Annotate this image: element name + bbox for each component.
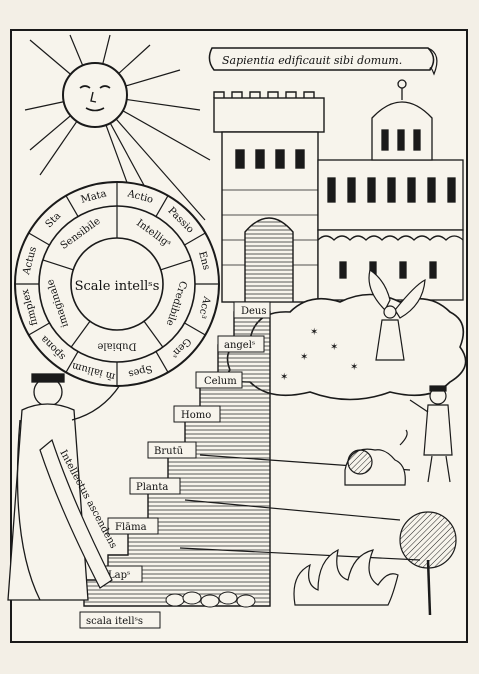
sun-face <box>62 62 128 128</box>
step-celum: Celum <box>204 376 237 387</box>
fire <box>293 548 399 606</box>
sun <box>24 34 211 301</box>
palace <box>317 79 464 301</box>
step-deus: Deus <box>241 306 267 317</box>
step-labels: Deus angelˢ Celum Homo Brutū Planta Fla… <box>79 301 271 629</box>
svg-text:✶: ✶ <box>310 327 318 338</box>
svg-text:✶: ✶ <box>330 342 338 353</box>
scholar-figure <box>7 373 121 601</box>
wheel-middle-segment-label: Dubiale <box>97 341 136 352</box>
wheel-outer-segment-divider <box>155 351 169 373</box>
wheel-center-label: Scale intellˢs <box>75 279 160 294</box>
wheel-middle-segment-divider <box>42 259 74 271</box>
svg-text:✶: ✶ <box>350 362 358 373</box>
wheel-middle-segment-divider <box>143 320 164 348</box>
step-lapis: Lapˢ <box>108 570 130 581</box>
lion-figure <box>344 429 408 486</box>
wheel-outer-segment-divider <box>28 232 50 246</box>
step-planta: Planta <box>136 482 168 493</box>
step-angel: angelˢ <box>224 340 255 351</box>
staircase-caption: scala itellˢs <box>86 616 143 627</box>
wheel-outer-segment-divider <box>184 232 206 246</box>
wheel-outer-segment-divider <box>65 195 79 217</box>
step-brutu: Brutū <box>154 446 184 457</box>
banner-text: Sapientia edificauit sibi domum. <box>222 54 402 67</box>
tree <box>399 511 457 616</box>
svg-text:✶: ✶ <box>300 352 308 363</box>
step-flamma: Flāma <box>115 522 147 533</box>
banner-scroll: Sapientia edificauit sibi domum. <box>208 47 438 76</box>
stones <box>165 591 256 608</box>
wheel-outer-segment-divider <box>155 195 169 217</box>
wheel-outer-segment-divider <box>65 351 79 373</box>
wheel-middle-segment-divider <box>160 259 192 271</box>
cloud-heaven: ✶ ✶ ✶ ✶ ✶ <box>226 293 467 401</box>
man-right-figure <box>409 385 453 483</box>
wheel-outer-segment-label: Ens <box>196 250 212 271</box>
wheel-outer-segment-divider <box>28 322 50 336</box>
wheel-outer-segment-divider <box>184 322 206 336</box>
wheel-middle-segment-divider <box>70 320 91 348</box>
tower <box>213 91 325 303</box>
step-homo: Homo <box>181 410 211 421</box>
angel-figure <box>368 269 426 361</box>
svg-text:✶: ✶ <box>280 372 288 383</box>
